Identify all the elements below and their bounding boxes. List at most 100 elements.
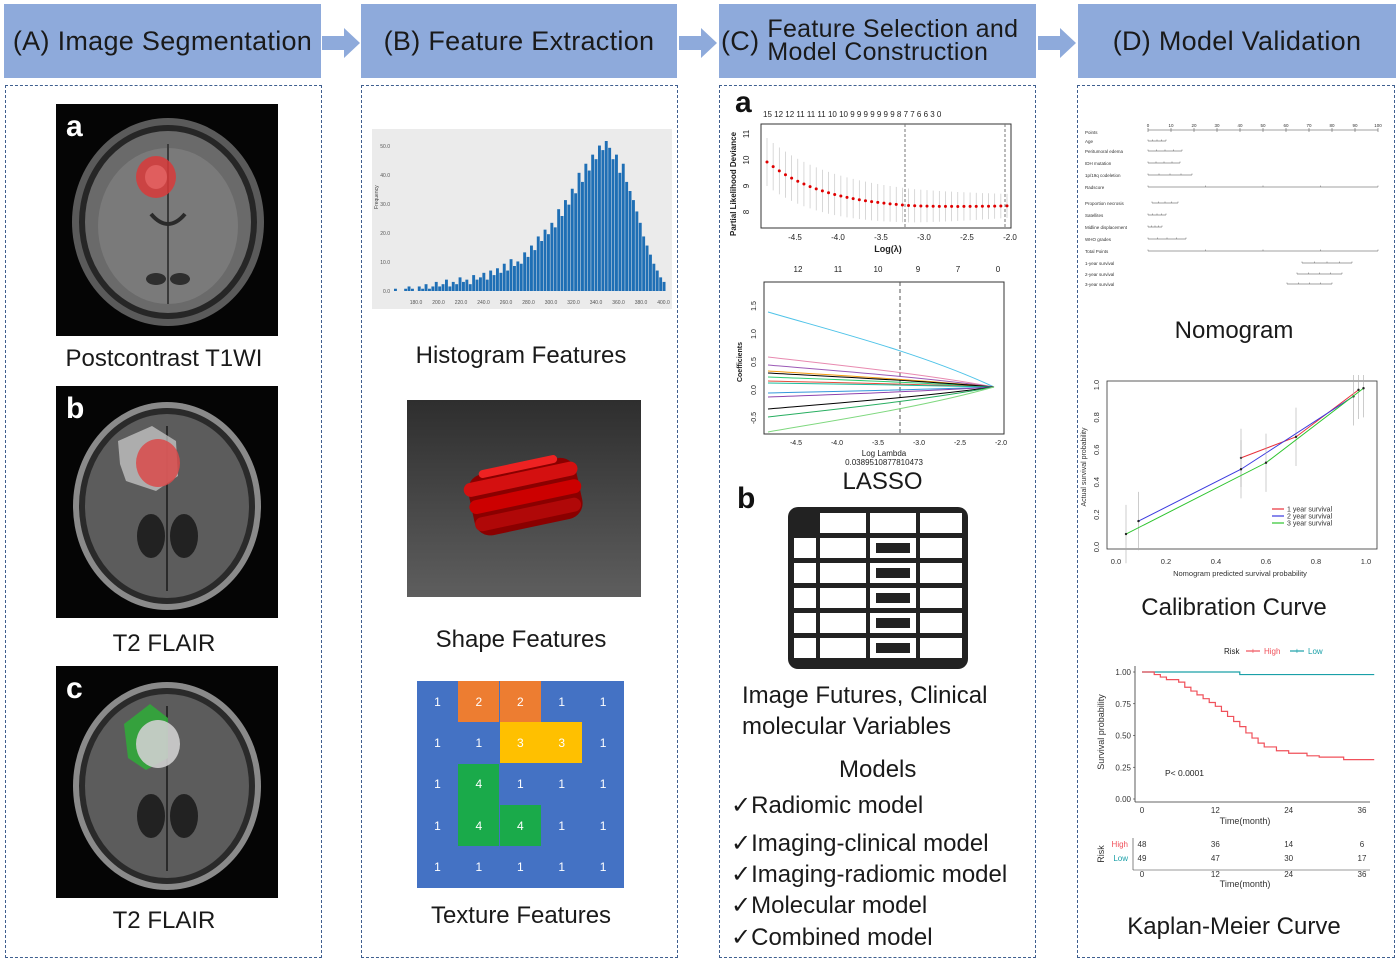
histogram-bar <box>489 270 493 291</box>
brain-mri-image-c <box>56 666 278 898</box>
texture-cell: 1 <box>582 846 624 888</box>
histogram-xtick: 320.0 <box>567 300 580 306</box>
step-c-line2: Model Construction <box>767 38 989 66</box>
table-cell <box>920 538 962 558</box>
histogram-bar <box>472 275 476 291</box>
step-header-a: (A) Image Segmentation <box>4 4 321 78</box>
histogram-bar <box>496 268 499 291</box>
path-ytick: 1.0 <box>751 329 758 339</box>
cv-point <box>777 169 781 173</box>
coefficient-path <box>767 386 995 418</box>
histogram-bar <box>465 279 469 291</box>
histogram-xtick: 200.0 <box>432 300 445 306</box>
histogram-ytick: 30.0 <box>380 202 390 208</box>
lasso-caption: LASSO <box>842 468 923 495</box>
cv-point <box>919 204 923 208</box>
path-lambda: 0.0389510877810473 <box>845 458 923 467</box>
path-top-count: 12 <box>794 265 803 274</box>
calibration-point <box>1362 387 1365 390</box>
histogram-bar <box>394 288 397 291</box>
calibration-point <box>1264 461 1268 464</box>
cv-point <box>820 189 824 193</box>
calibration-xtick: 0.4 <box>1211 557 1221 566</box>
nomogram-row-label: 1-year survival <box>1085 261 1114 266</box>
histogram-bar <box>485 279 489 291</box>
nomogram-points-tick: 40 <box>1237 123 1243 128</box>
cv-point <box>876 200 880 204</box>
km-xtick: 24 <box>1284 806 1293 815</box>
histogram-bar <box>540 241 544 291</box>
histogram-bar <box>618 172 622 291</box>
histogram-bar <box>611 159 615 291</box>
panel-c <box>719 85 1036 958</box>
calibration-line <box>1138 395 1354 522</box>
histogram-bar <box>530 245 533 291</box>
cv-point <box>931 204 935 208</box>
calibration-line <box>1240 389 1359 459</box>
histogram-bar <box>516 261 520 291</box>
nomogram-row-label: Satellites <box>1085 213 1104 218</box>
risk-xlabel: Time(month) <box>1220 879 1271 889</box>
cv-point <box>771 165 775 169</box>
table-cell <box>794 638 816 658</box>
coefficient-path <box>767 356 995 388</box>
cv-xtick: -3.0 <box>917 233 931 242</box>
histogram-ytick: 50.0 <box>380 144 390 150</box>
table-cell <box>820 588 866 608</box>
risk-table-label: Risk <box>1096 845 1106 863</box>
histogram-bar <box>482 272 486 291</box>
step-c-line1: Feature Selection and <box>767 15 1019 43</box>
texture-cell: 1 <box>541 763 583 805</box>
coefficient-path <box>767 364 995 388</box>
cv-point <box>814 187 818 191</box>
km-legend-label: Low <box>1308 647 1323 656</box>
path-xlabel: Log Lambda <box>862 449 907 458</box>
risk-value: 14 <box>1284 840 1293 849</box>
cv-point <box>913 204 917 208</box>
cv-point <box>808 185 812 189</box>
cv-point <box>857 198 861 202</box>
table-cell <box>820 513 866 533</box>
histogram-xtick: 400.0 <box>657 300 670 306</box>
cv-point <box>839 194 843 198</box>
table-cell-mark <box>876 593 910 603</box>
histogram-bar <box>475 279 479 291</box>
table-cell <box>920 638 962 658</box>
cv-top-counts: 15 12 12 11 11 11 10 10 9 9 9 9 9 9 9 8 … <box>763 110 942 119</box>
cv-point <box>907 203 911 207</box>
calibration-xtick: 0.2 <box>1161 557 1171 566</box>
histogram-caption: Histogram Features <box>415 342 627 369</box>
calibration-point <box>1239 468 1243 471</box>
risk-row-label: Low <box>1113 854 1128 863</box>
brain-mri-image-a <box>56 104 278 336</box>
cv-xtick: -3.5 <box>874 233 888 242</box>
path-top-count: 10 <box>874 265 883 274</box>
histogram-bar <box>458 277 462 291</box>
texture-cell: 1 <box>458 722 500 764</box>
texture-cell: 1 <box>417 681 458 722</box>
table-cell <box>794 613 816 633</box>
histogram-bar <box>594 159 598 291</box>
histogram-bar <box>506 270 510 291</box>
histogram-bar <box>635 211 639 291</box>
cv-point <box>870 200 874 204</box>
step-d-label: (D) Model Validation <box>1112 25 1362 56</box>
calibration-point <box>1124 532 1128 536</box>
flow-arrow-icon <box>679 28 717 58</box>
calibration-ytick: 0.0 <box>1092 542 1101 552</box>
coefficient-path <box>767 386 995 394</box>
histogram-bar <box>642 236 646 291</box>
histogram-bar <box>526 256 530 291</box>
panel-d <box>1077 85 1395 958</box>
km-legend-label: High <box>1264 647 1280 656</box>
texture-cell: 1 <box>541 681 583 722</box>
nomogram-row-label: IDH mutation <box>1085 161 1112 166</box>
coefficient-path <box>767 386 995 410</box>
calibration-xtick: 1.0 <box>1361 557 1371 566</box>
calibration-ylabel: Actual survival probability <box>1081 427 1088 506</box>
histogram-bar <box>604 141 608 291</box>
risk-xtick: 24 <box>1284 870 1293 879</box>
